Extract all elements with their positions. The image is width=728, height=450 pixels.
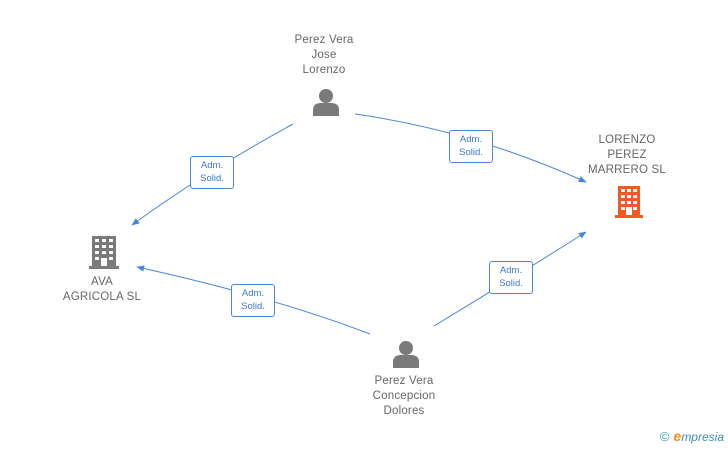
- person-icon[interactable]: [313, 89, 339, 116]
- node-label-perez-vera-jose-lorenzo[interactable]: Perez Vera Jose Lorenzo: [294, 34, 354, 76]
- building-icon[interactable]: [89, 236, 119, 269]
- edge-label-jose-to-lorenzo: Adm. Solid.: [449, 130, 493, 163]
- node-label-perez-vera-concepcion-dolores[interactable]: Perez Vera Concepcion Dolores: [372, 375, 436, 417]
- person-icon[interactable]: [393, 341, 419, 368]
- copyright-icon: ©: [659, 429, 670, 444]
- brand-name: mpresia: [681, 430, 724, 444]
- building-icon[interactable]: [615, 186, 643, 218]
- node-label-lorenzo-perez-marrero[interactable]: LORENZO PEREZ MARRERO SL: [587, 134, 667, 176]
- edge-label-jose-to-ava: Adm. Solid.: [190, 156, 234, 189]
- edge-label-concepcion-to-lorenzo: Adm. Solid.: [489, 261, 533, 294]
- brand-initial: e: [673, 428, 682, 444]
- node-label-ava-agricola[interactable]: AVA AGRICOLA SL: [62, 276, 142, 303]
- empresia-logo[interactable]: ©empresia: [660, 428, 724, 444]
- edge-label-concepcion-to-ava: Adm. Solid.: [231, 284, 275, 317]
